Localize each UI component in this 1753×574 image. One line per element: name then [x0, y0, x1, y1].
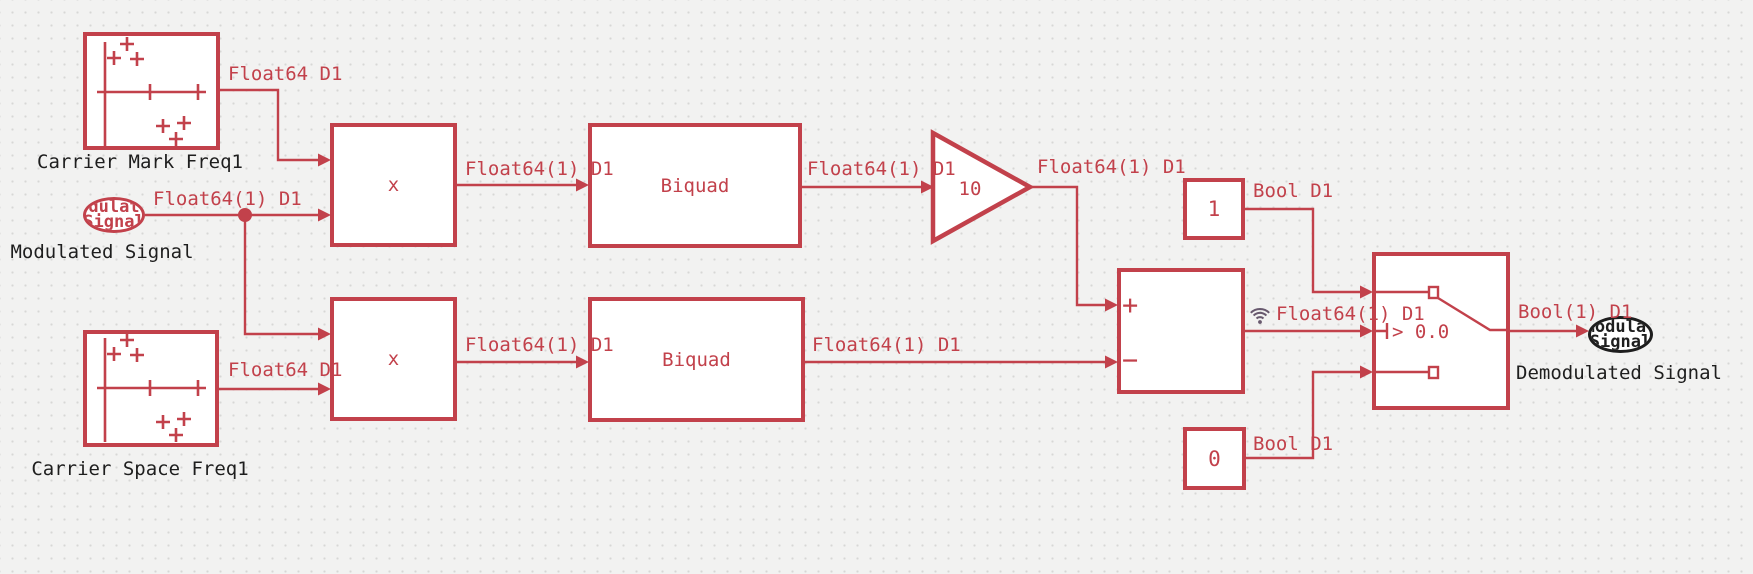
signal-label-product-top-out: Float64(1) D1: [465, 158, 614, 180]
wire-carrier-mark-to-product-top[interactable]: [220, 88, 319, 162]
inport-text-bottom: Signal: [83, 212, 145, 232]
switch-criteria-label: > 0.0: [1392, 321, 1450, 343]
carrier-mark-source-block[interactable]: [83, 32, 220, 150]
gain-value: 10: [958, 178, 982, 200]
signal-streaming-icon[interactable]: [1250, 308, 1270, 324]
wire-constant-one-to-switch[interactable]: [1245, 207, 1361, 294]
constant-one-block[interactable]: 1: [1183, 178, 1245, 240]
constant-value: 0: [1208, 446, 1221, 471]
signal-label-sum-out: Float64(1) D1: [1276, 303, 1425, 325]
carrier-mark-name-label[interactable]: Carrier Mark Freq1: [37, 151, 243, 173]
carrier-space-source-block[interactable]: [83, 330, 219, 447]
signal-label-gain-out: Float64(1) D1: [1037, 156, 1186, 178]
wire-gain-to-sum-plus[interactable]: [1030, 185, 1106, 307]
product-operator: x: [387, 348, 400, 370]
constant-value: 1: [1207, 197, 1221, 221]
outport-text-bottom: Signal: [1589, 331, 1652, 352]
signal-label-biquad-bottom-out: Float64(1) D1: [812, 334, 961, 356]
sum-minus-sign: −: [1122, 345, 1139, 376]
biquad-filter-block-bottom[interactable]: Biquad: [588, 297, 805, 422]
signal-label-biquad-top-out: Float64(1) D1: [807, 158, 956, 180]
modulated-signal-inport[interactable]: Modulated Signal: [83, 197, 145, 233]
signal-label-modulated: Float64(1) D1: [153, 188, 302, 210]
wire-modulated-branch-to-product-bottom[interactable]: [243, 215, 319, 336]
constant-zero-block[interactable]: 0: [1183, 427, 1246, 490]
sum-block[interactable]: [1117, 268, 1245, 394]
signal-label-carrier-mark-out: Float64 D1: [228, 63, 343, 85]
product-block-bottom[interactable]: x: [330, 297, 457, 421]
product-operator: x: [387, 174, 400, 196]
outport-text-top: Demodulated: [1591, 316, 1650, 337]
signal-label-carrier-space-out: Float64 D1: [228, 359, 343, 381]
carrier-space-name-label[interactable]: Carrier Space Freq1: [31, 458, 249, 480]
wire-branch-dot: [238, 208, 252, 222]
biquad-label: Biquad: [662, 348, 731, 371]
product-block-top[interactable]: x: [330, 123, 457, 247]
demodulated-signal-outport[interactable]: Demodulated Signal: [1588, 316, 1653, 353]
biquad-label: Biquad: [660, 174, 730, 197]
modulated-signal-name-label[interactable]: Modulated Signal: [10, 241, 194, 263]
inport-text-top: Modulated: [86, 197, 142, 217]
biquad-filter-block-top[interactable]: Biquad: [588, 123, 802, 248]
signal-label-switch-out: Bool(1) D1: [1518, 301, 1633, 323]
demodulated-signal-name-label[interactable]: Demodulated Signal: [1516, 362, 1722, 384]
sum-plus-sign: +: [1122, 290, 1139, 321]
signal-label-constant-one-out: Bool D1: [1253, 180, 1334, 202]
signal-label-constant-zero-out: Bool D1: [1253, 433, 1334, 455]
signal-label-product-bottom-out: Float64(1) D1: [465, 334, 614, 356]
